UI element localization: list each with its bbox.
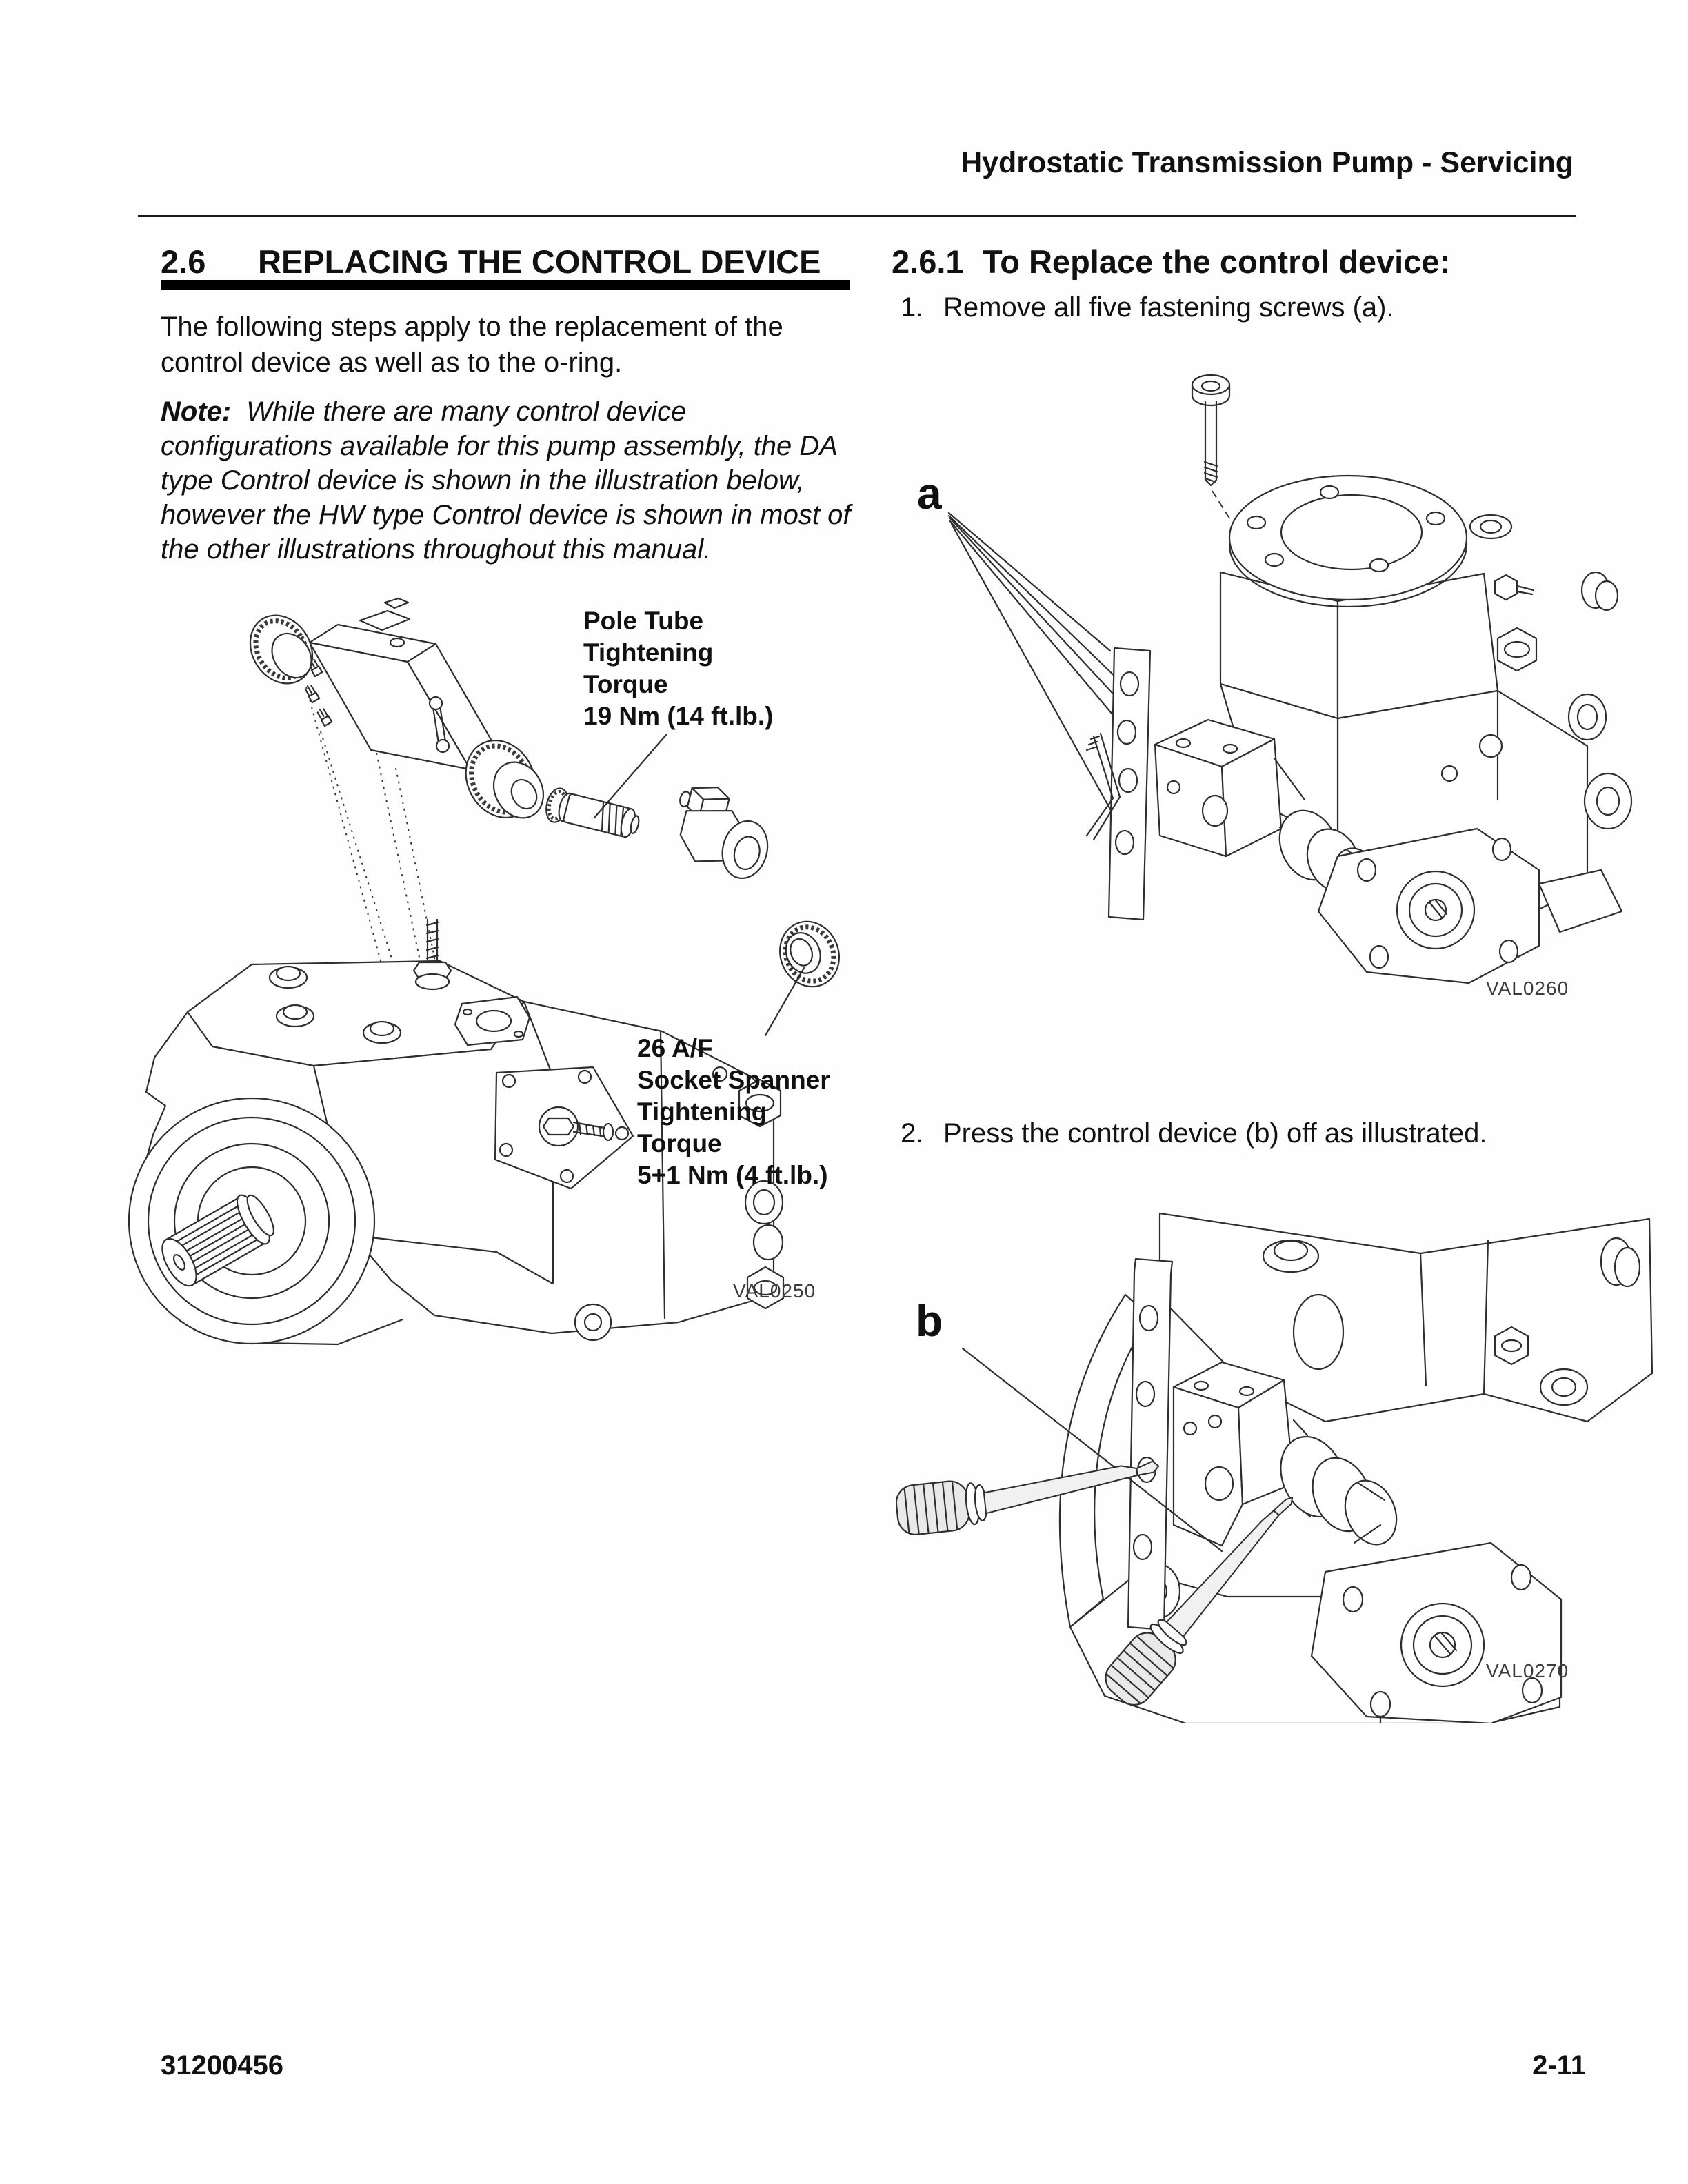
socket-nut-drawing xyxy=(779,920,840,988)
page-header-title: Hydrostatic Transmission Pump - Servicin… xyxy=(961,146,1574,179)
val0250-illustration xyxy=(128,597,840,1346)
header-rule xyxy=(138,215,1576,217)
pole-tube-drawing xyxy=(545,787,640,838)
note-line: type Control device is shown in the illu… xyxy=(161,465,805,496)
projection-lines xyxy=(305,686,443,999)
fastening-screw-drawing xyxy=(1191,374,1236,529)
pump-drawing xyxy=(128,918,785,1346)
pole-tube-label: Pole Tube Tightening Torque 19 Nm (14 ft… xyxy=(583,605,774,732)
callout-b-line xyxy=(961,1347,1223,1553)
pole-tube-leader-line xyxy=(593,734,667,819)
figure-code: VAL0260 xyxy=(1486,978,1569,999)
label-line: 5+1 Nm (4 ft.lb.) xyxy=(637,1161,828,1189)
callout-b: b xyxy=(916,1296,943,1346)
figure-val0260: a VAL0260 xyxy=(896,358,1655,1007)
figure-val0250: Pole Tube Tightening Torque 19 Nm (14 ft… xyxy=(110,590,883,1348)
pump-drawing xyxy=(1085,474,1633,984)
section-number: 2.6 xyxy=(161,243,206,280)
subsection-title: To Replace the control device: xyxy=(983,243,1451,280)
footer-doc-number: 31200456 xyxy=(161,2050,283,2081)
step-number: 2. xyxy=(901,1118,924,1149)
intro-line: The following steps apply to the replace… xyxy=(161,312,783,342)
solenoid-drawing xyxy=(679,787,769,879)
label-line: Tightening xyxy=(637,1098,767,1126)
spanner-leader-line xyxy=(764,967,805,1037)
section-underline xyxy=(161,280,850,290)
step-text: Remove all five fastening screws (a). xyxy=(943,292,1394,323)
da-control-valve-drawing xyxy=(249,597,545,819)
figure-code: VAL0250 xyxy=(733,1280,816,1302)
label-line: 19 Nm (14 ft.lb.) xyxy=(583,702,774,730)
label-line: Torque xyxy=(637,1129,722,1157)
figure-val0270: b VAL0270 xyxy=(896,1213,1655,1723)
val0260-illustration xyxy=(947,374,1633,984)
callout-a-lines xyxy=(947,512,1136,820)
step-text: Press the control device (b) off as illu… xyxy=(943,1118,1487,1149)
screwdriver-icon xyxy=(1105,1497,1294,1706)
note-line: While there are many control device xyxy=(246,396,687,427)
step-number: 1. xyxy=(901,292,924,323)
label-line: Tightening xyxy=(583,638,714,667)
intro-paragraph: The following steps apply to the replace… xyxy=(161,309,783,381)
screwdriver-icon xyxy=(896,1460,1160,1536)
section-heading: 2.6 REPLACING THE CONTROL DEVICE xyxy=(161,243,821,281)
callout-a: a xyxy=(917,469,942,518)
label-line: 26 A/F xyxy=(637,1034,713,1062)
socket-spanner-label: 26 A/F Socket Spanner Tightening Torque … xyxy=(637,1033,830,1191)
label-line: Pole Tube xyxy=(583,607,704,635)
subsection-heading: 2.6.1 To Replace the control device: xyxy=(892,243,1450,281)
val0270-illustration xyxy=(896,1213,1654,1723)
footer-page-number: 2-11 xyxy=(1532,2050,1586,2081)
figure-code: VAL0270 xyxy=(1486,1660,1569,1681)
intro-line: control device as well as to the o-ring. xyxy=(161,347,623,378)
section-title: REPLACING THE CONTROL DEVICE xyxy=(258,243,821,280)
note-line: the other illustrations throughout this … xyxy=(161,534,712,565)
label-line: Torque xyxy=(583,670,668,698)
note-label: Note: xyxy=(161,396,232,427)
note-line: however the HW type Control device is sh… xyxy=(161,500,851,530)
step-2: 2. Press the control device (b) off as i… xyxy=(896,1115,1487,1151)
note-paragraph: Note: While there are many control device… xyxy=(161,394,850,567)
subsection-number: 2.6.1 xyxy=(892,243,964,280)
step-1: 1. Remove all five fastening screws (a). xyxy=(896,290,1394,325)
note-line: configurations available for this pump a… xyxy=(161,431,838,461)
label-line: Socket Spanner xyxy=(637,1066,830,1094)
pump-drawing xyxy=(1058,1213,1654,1723)
